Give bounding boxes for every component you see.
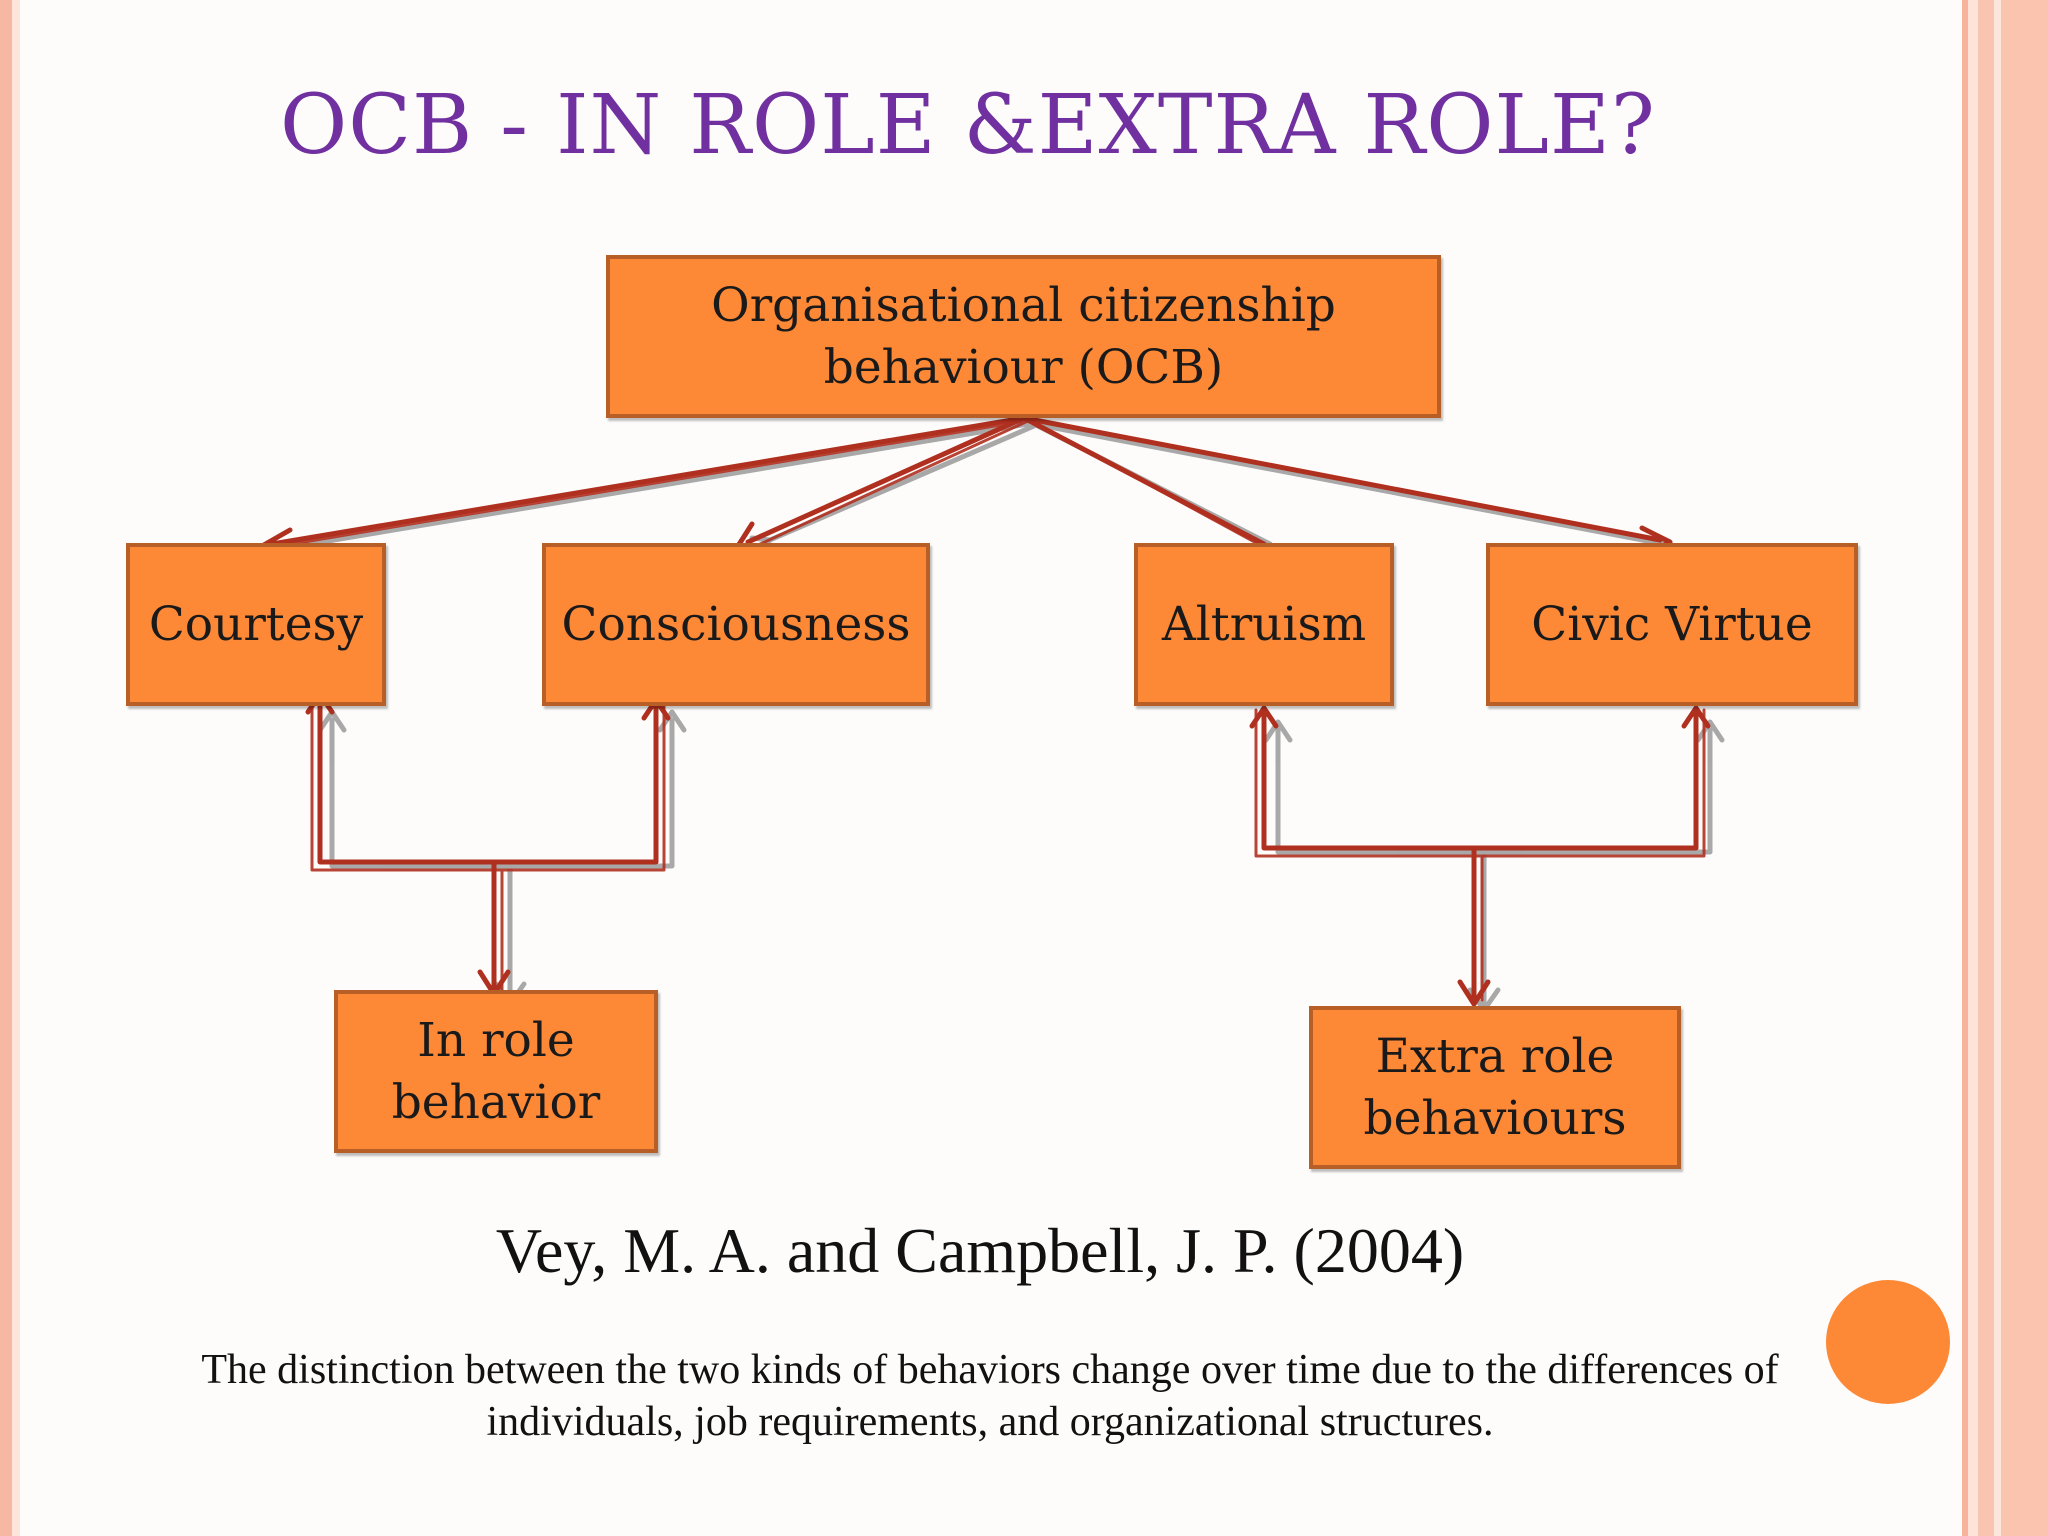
shadow-line [329,717,513,1003]
connector-consciousness-to-in-role [491,697,659,865]
courtesy-label: Courtesy [148,596,364,652]
slide-border-right [1968,0,1978,1536]
shadow-line [1481,727,1713,855]
civic-virtue-label: Civic Virtue [1531,596,1813,652]
shadow-arrowhead [1263,719,1293,743]
shadow-line [1275,727,1487,1009]
ocb-root-line2: behaviour (OCB) [823,339,1224,395]
connector-courtesy-to-in-role [317,697,497,993]
connector-civic-virtue-to-extra-role [1471,707,1699,851]
citation: Vey, M. A. and Campbell, J. P. (2004) [495,1215,1465,1286]
in-role-line2: behavior [391,1074,601,1130]
in-role-line1: In role [417,1013,575,1069]
extra-role-line2: behaviours [1363,1090,1627,1146]
slide-border-right [1994,0,2001,1536]
ocb-root-box: Organisational citizenship behaviour (OC… [606,255,1441,418]
extra-role-box: Extra role behaviours [1309,1006,1681,1169]
ocb-root-line1: Organisational citizenship [711,278,1336,334]
arrow-ocb-to-civic-virtue [1021,415,1663,543]
consciousness-label: Consciousness [561,596,911,652]
slide-border-right [2001,0,2048,1536]
slide-border-right [1978,0,1994,1536]
slide-border-left-inner [12,0,20,1536]
shadow-arrowhead [1695,719,1725,743]
connector-altruism-to-extra-role [1261,707,1477,1003]
caption-line-1: The distinction between the two kinds of… [201,1347,1779,1393]
extra-role-line1: Extra role [1375,1029,1615,1085]
altruism-box: Altruism [1134,543,1394,706]
caption-line-2: individuals, job requirements, and organ… [486,1399,1494,1445]
shadow-line [507,717,675,869]
arrow-ocb-to-consciousness [745,415,1027,545]
arrow-ocb-to-courtesy [269,415,1027,547]
consciousness-box: Consciousness [542,543,930,706]
shadow-line [295,421,1031,549]
in-role-box: In role behavior [334,990,658,1153]
slide-title: OCB - IN ROLE &EXTRA ROLE? [280,78,1656,173]
shadow-line [1031,421,1677,549]
courtesy-box: Courtesy [126,543,386,706]
altruism-label: Altruism [1161,596,1367,652]
caption: The distinction between the two kinds of… [100,1344,1880,1448]
slide-border-left [0,0,12,1536]
slide-border-right [1962,0,1968,1536]
decorative-circle [1826,1280,1950,1404]
civic-virtue-box: Civic Virtue [1486,543,1858,706]
shadow-line [767,423,1037,543]
